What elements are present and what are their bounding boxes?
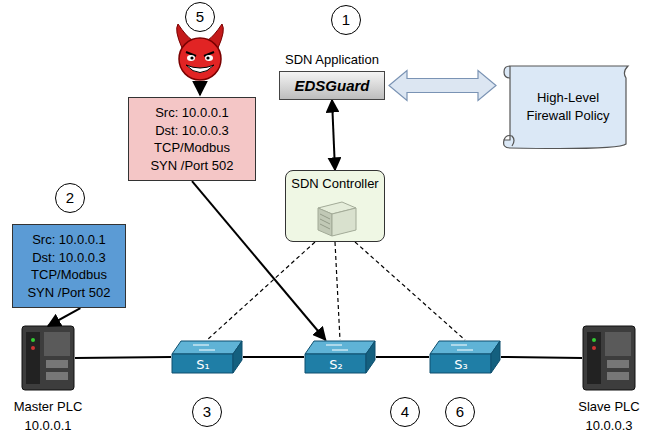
application-box: EDSGuard <box>279 71 385 100</box>
link <box>75 357 171 358</box>
packet-text: Src: 10.0.0.1 Dst: 10.0.0.3 TCP/Modbus S… <box>27 231 111 301</box>
scroll-shape <box>500 60 634 154</box>
packet-text: Src: 10.0.0.1 Dst: 10.0.0.3 TCP/Modbus S… <box>143 104 241 174</box>
attacker-icon <box>177 24 224 80</box>
link <box>48 308 80 326</box>
application-node: SDN ApplicationEDSGuard <box>272 52 392 100</box>
network-switch: S₂ <box>304 340 376 374</box>
plc-icon <box>22 326 74 390</box>
controller-box: SDN Controller <box>285 170 385 242</box>
controller-label: SDN Controller <box>290 176 380 191</box>
callout-number: 6 <box>445 397 475 427</box>
network-switch: S₁ <box>171 340 243 374</box>
link <box>376 356 429 358</box>
link <box>332 100 335 170</box>
link <box>501 357 582 358</box>
callout-number: 3 <box>192 397 222 427</box>
app-name: EDSGuard <box>286 77 378 94</box>
control-link <box>355 242 465 340</box>
double-arrow <box>389 71 496 101</box>
plc-device: Slave PLC 10.0.0.3 <box>571 326 647 436</box>
plc-label: Master PLC 10.0.0.1 <box>10 398 86 436</box>
plc-icon <box>583 326 635 390</box>
control-link <box>335 242 340 340</box>
control-link <box>207 242 315 340</box>
network-switch: S₃ <box>429 340 501 374</box>
policy-text: High-Level Firewall Policy <box>520 89 616 124</box>
switch-label: S₁ <box>196 357 209 372</box>
switch-label: S₃ <box>454 357 467 372</box>
link <box>243 356 304 358</box>
packet-box: Src: 10.0.0.1 Dst: 10.0.0.3 TCP/Modbus S… <box>12 224 126 308</box>
plc-device: Master PLC 10.0.0.1 <box>10 326 86 436</box>
policy-scroll: High-Level Firewall Policy <box>500 60 634 154</box>
plc-outline <box>21 326 75 390</box>
heading: SDN Application <box>272 52 392 67</box>
callout-number: 4 <box>390 397 420 427</box>
attack-arrow <box>199 82 201 95</box>
plc-outline <box>582 326 636 390</box>
callout-number: 2 <box>55 183 85 213</box>
packet-box: Src: 10.0.0.1 Dst: 10.0.0.3 TCP/Modbus S… <box>128 97 256 181</box>
switch-label: S₂ <box>329 357 342 372</box>
callout-number: 1 <box>331 5 361 35</box>
callout-number: 5 <box>185 2 215 32</box>
plc-label: Slave PLC 10.0.0.3 <box>571 398 647 436</box>
